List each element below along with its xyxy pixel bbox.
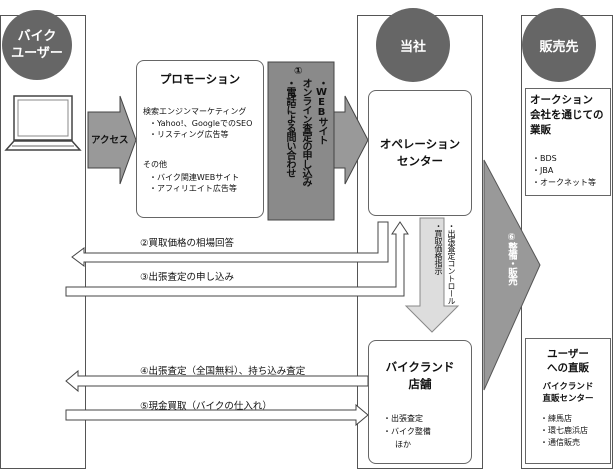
dispatch-line1: ・出張査定コントロール: [447, 222, 456, 305]
company-circle: 当社: [376, 8, 450, 82]
flow5-label: ⑤現金買取（バイクの仕入れ）: [140, 401, 272, 412]
auction-item: ・JBA: [532, 166, 554, 175]
promotion-sec2-item: ・バイク関連WEBサイト: [149, 173, 240, 182]
flow4-label: ④出張査定（全国無料）、持ち込み査定: [140, 366, 306, 377]
store-box: バイクランド 店舗 ・出張査定 ・バイク整備 ほか: [368, 340, 472, 464]
direct-item: ・通信販売: [540, 438, 580, 447]
promotion-sec1-title: 検索エンジンマーケティング: [143, 107, 247, 116]
store-item: ・出張査定: [383, 414, 423, 423]
inquiry-line1: ・WEBサイト: [316, 78, 327, 144]
sales-arrow: [483, 159, 541, 391]
user-lane: [0, 15, 86, 469]
promotion-sec1-item: ・リスティング広告等: [149, 130, 229, 139]
operation-center-label: オペレーション センター: [379, 137, 461, 168]
flow5-arrow: [65, 403, 369, 427]
user-circle: バイク ユーザー: [2, 10, 72, 80]
access-arrow: [87, 95, 137, 185]
dispatch-arrow: [404, 217, 460, 333]
direct-item: ・環七鹿浜店: [540, 426, 588, 435]
promotion-box: プロモーション 検索エンジンマーケティング ・Yahoo!、GoogleでのSE…: [136, 60, 264, 218]
inquiry-text: ① ・WEBサイト オンライン査定の申し込み ・電話による問い合わせ: [268, 66, 334, 216]
inquiry-number: ①: [294, 66, 303, 77]
dispatch-line2: ・買取価格指示: [434, 222, 443, 275]
inquiry-line3: ・電話による問い合わせ: [284, 78, 295, 177]
flow3-arrow: [65, 221, 409, 297]
laptop-icon: [4, 95, 82, 151]
flow2-arrow: [71, 221, 389, 267]
auction-item: ・オークネット等: [532, 178, 596, 187]
flow2-label: ②買取価格の相場回答: [140, 238, 235, 249]
company-label: 当社: [399, 39, 426, 55]
promotion-sec2-title: その他: [143, 160, 167, 169]
sales-arrow-label: ⑥整備・販売: [506, 232, 517, 285]
flow3-label: ③出張査定の申し込み: [140, 272, 235, 283]
auction-box: オークション 会社を通じての 業販 ・BDS ・JBA ・オークネット等: [525, 88, 611, 196]
access-label: アクセス: [91, 135, 129, 146]
promotion-sec1-item: ・Yahoo!、GoogleでのSEO: [149, 119, 253, 128]
auction-item: ・BDS: [532, 154, 557, 163]
direct-sales-box: ユーザー への直販 バイクランド 直販センター ・練馬店 ・環七鹿浜店 ・通信販…: [525, 338, 611, 464]
auction-title: オークション 会社を通じての 業販: [530, 94, 604, 136]
direct-subtitle: バイクランド 直販センター: [542, 382, 594, 404]
user-label: バイク ユーザー: [11, 29, 63, 61]
inquiry-line2: オンライン査定の申し込み: [300, 78, 311, 186]
buyer-label: 販売先: [539, 39, 579, 55]
buyer-circle: 販売先: [522, 8, 596, 82]
inquiry-box: [267, 61, 335, 221]
promotion-title: プロモーション: [159, 72, 241, 86]
promotion-sec2-item: ・アフィリエイト広告等: [149, 184, 237, 193]
store-item: ほか: [395, 440, 411, 449]
operation-center-box: オペレーション センター: [368, 90, 472, 216]
direct-title: ユーザー への直販: [547, 348, 589, 374]
store-item: ・バイク整備: [383, 427, 431, 436]
store-title: バイクランド 店舗: [385, 360, 455, 391]
direct-item: ・練馬店: [540, 414, 572, 423]
